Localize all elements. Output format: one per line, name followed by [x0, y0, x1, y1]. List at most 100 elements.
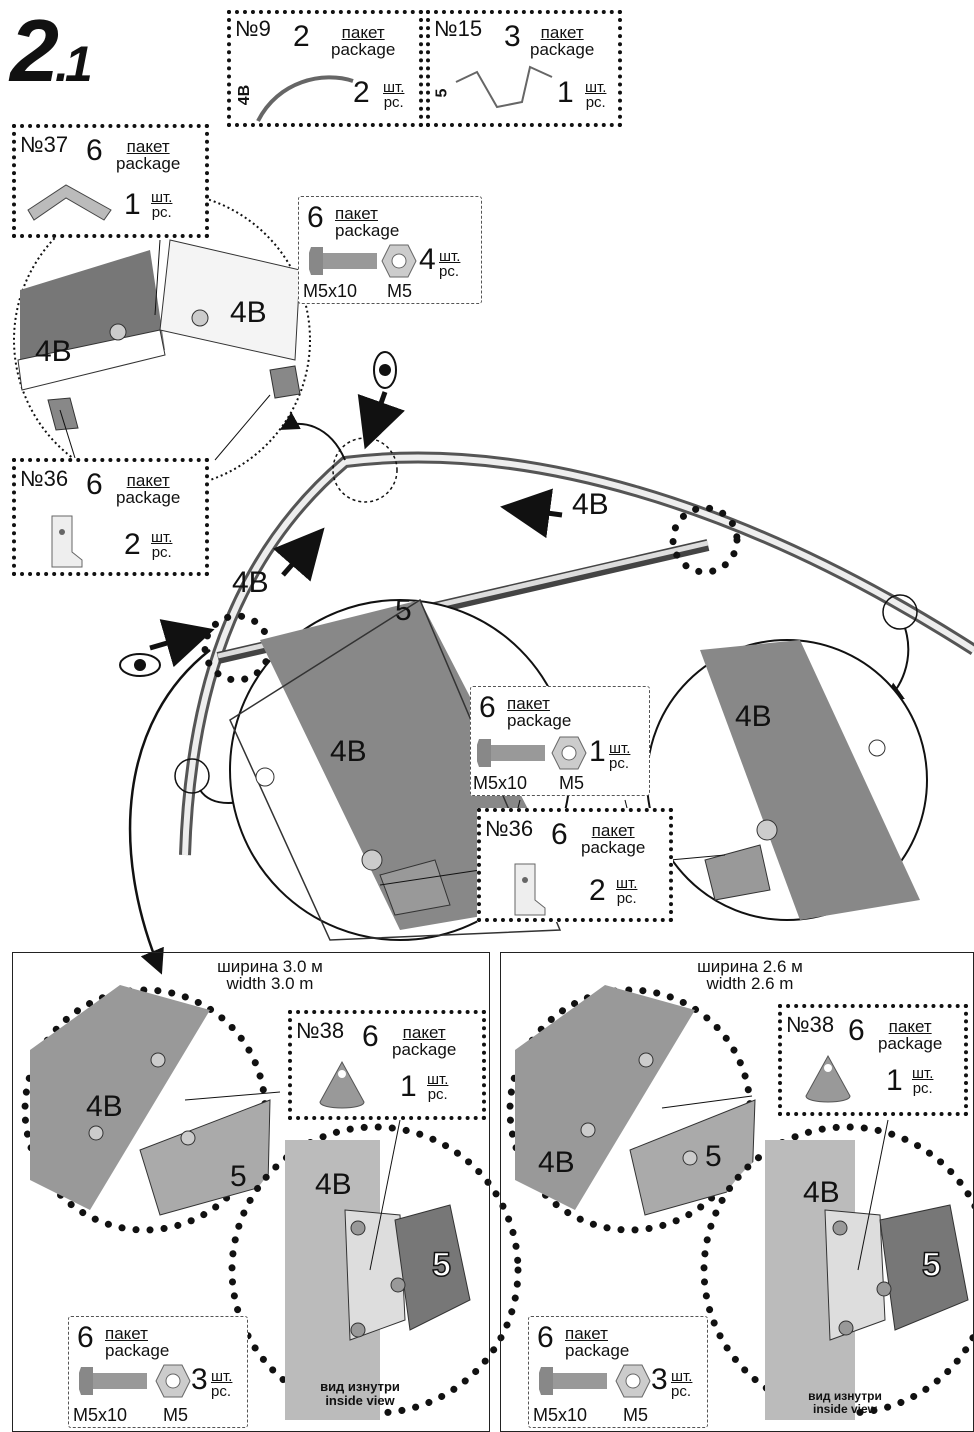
nut-size: M5	[163, 1405, 189, 1425]
step-sub: .1	[54, 36, 93, 92]
quantity: 2	[124, 528, 141, 561]
quantity: 1	[557, 76, 574, 109]
quantity: 1	[124, 188, 141, 221]
nut-size: M5	[559, 773, 585, 793]
profile-label-5: 5	[705, 1140, 722, 1173]
profile-label-4b: 4B	[315, 1168, 352, 1201]
quantity: 1	[400, 1070, 417, 1103]
unit-label: шт.pc.	[609, 740, 631, 772]
unit-label: шт.pc.	[439, 248, 461, 280]
unit-label: шт.pc.	[151, 529, 173, 561]
unit-label: шт.pc.	[427, 1071, 449, 1103]
bolt-icon	[309, 247, 377, 275]
bolt-size: M5x10	[533, 1405, 588, 1425]
bolt-size: M5x10	[473, 773, 528, 793]
quantity: 3	[651, 1363, 668, 1396]
package-number: 6	[307, 201, 324, 234]
step-number: 2.1	[10, 0, 93, 102]
step-main: 2	[10, 1, 59, 100]
profile-label-4b: 4B	[735, 700, 772, 733]
quantity: 1	[589, 735, 606, 768]
profile-label-4b: 4B	[230, 296, 267, 329]
part-number: №9	[235, 16, 271, 41]
quantity: 2	[353, 76, 370, 109]
profile-label-4b: 4B	[35, 335, 72, 368]
part-number: №15	[434, 16, 483, 41]
profile-label-4b: 4B	[330, 735, 367, 768]
unit-label: шт.pc.	[151, 189, 173, 221]
nut-size: M5	[623, 1405, 649, 1425]
unit-label: шт.pc.	[616, 875, 638, 907]
profile-label-5: 5	[431, 1245, 451, 1285]
package-number: 3	[504, 20, 521, 53]
profile-label-4b: 4B	[538, 1146, 575, 1179]
package-number: 2	[293, 20, 310, 53]
bolt-icon	[539, 1367, 607, 1395]
package-number: 6	[848, 1014, 865, 1047]
unit-label: шт.pc.	[383, 79, 405, 111]
profile-label-5: 5	[921, 1245, 941, 1285]
nut-icon	[551, 736, 587, 770]
nut-size: M5	[387, 281, 413, 301]
part-code: 4B	[236, 84, 254, 106]
package-number: 6	[86, 468, 103, 501]
profile-label-4b: 4B	[232, 566, 269, 599]
part-number: №36	[20, 466, 69, 491]
omega-profile-icon	[455, 65, 553, 109]
package-number: 6	[86, 134, 103, 167]
profile-label-5: 5	[395, 594, 412, 627]
profile-label-4b: 4B	[803, 1176, 840, 1209]
bolt-icon	[477, 739, 545, 767]
part-number: №38	[786, 1012, 835, 1037]
package-number: 6	[537, 1321, 554, 1354]
quantity: 2	[589, 874, 606, 907]
part-number: №36	[485, 816, 534, 841]
angle-bracket-icon	[27, 184, 112, 221]
triangle-plate-icon	[805, 1054, 851, 1103]
package-number: 6	[362, 1020, 379, 1053]
profile-label-4b: 4B	[572, 488, 609, 521]
nut-icon	[381, 244, 417, 278]
nut-icon	[615, 1364, 651, 1398]
unit-label: шт.pc.	[211, 1368, 233, 1400]
quantity: 4	[419, 243, 436, 276]
triangle-plate-icon	[319, 1060, 365, 1109]
bolt-icon	[79, 1367, 147, 1395]
unit-label: шт.pc.	[912, 1065, 934, 1097]
part-number: №37	[20, 132, 69, 157]
quantity: 3	[191, 1363, 208, 1396]
part-number: №38	[296, 1018, 345, 1043]
profile-label-5: 5	[230, 1160, 247, 1193]
eye-icon	[119, 653, 161, 677]
quantity: 1	[886, 1064, 903, 1097]
nut-icon	[155, 1364, 191, 1398]
package-number: 6	[479, 691, 496, 724]
